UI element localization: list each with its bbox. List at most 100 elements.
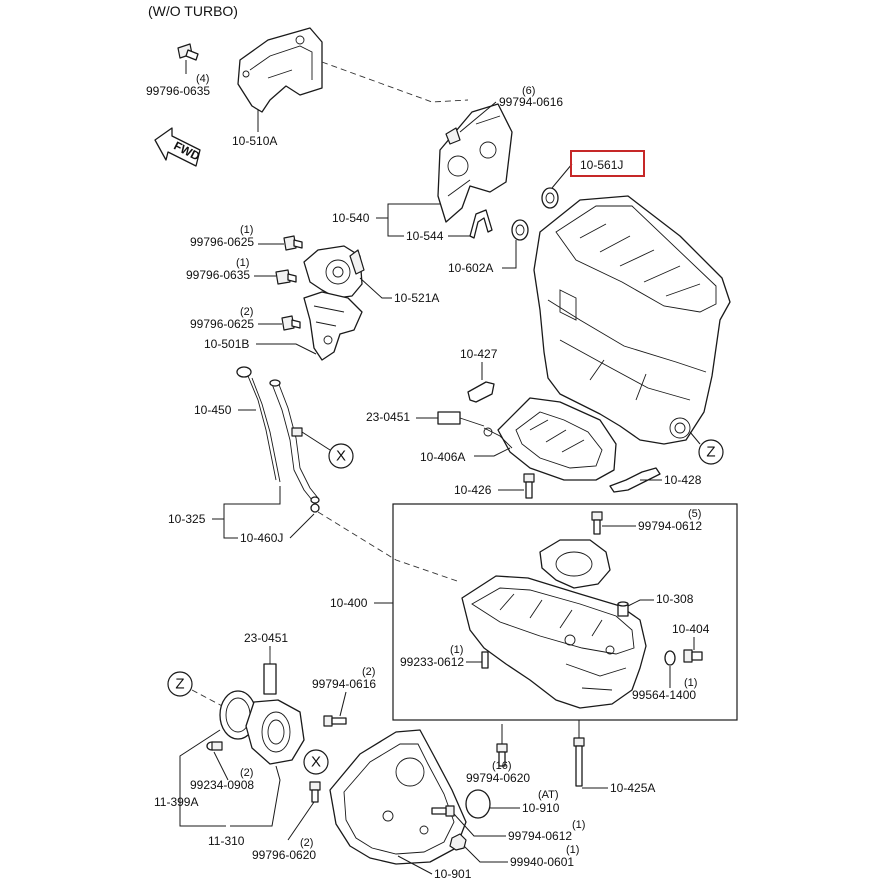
label-99796-0625a: 99796-0625 (190, 235, 254, 249)
label-99564-1400: 99564-1400 (632, 688, 696, 702)
oil-pan-baffle (483, 397, 617, 481)
bolt-10-425A-icon (573, 737, 585, 787)
qty-16: (16) (492, 760, 512, 772)
label-10-901: 10-901 (434, 867, 472, 881)
qty-1b: (1) (236, 257, 249, 269)
bolt-99794-0612-top-icon (591, 511, 603, 535)
upper-timing-cover (237, 27, 323, 113)
dowel-10-308-icon (617, 601, 629, 617)
bolt-99796-0635-mid-icon (275, 269, 297, 285)
callout-x-bolt: X (303, 749, 329, 775)
oil-pan (461, 575, 647, 709)
label-10-450: 10-450 (194, 403, 232, 417)
lower-timing-cover (303, 291, 363, 361)
label-10-521A: 10-521A (394, 291, 439, 305)
label-99234-0908: 99234-0908 (190, 778, 254, 792)
bolt-99794-0620-icon (496, 743, 508, 767)
svg-text:Z: Z (706, 444, 715, 461)
label-10-544: 10-544 (406, 229, 444, 243)
label-10-404: 10-404 (672, 622, 710, 636)
label-99796-0635a: 99796-0635 (146, 84, 210, 98)
qty-1a: (1) (240, 224, 253, 236)
oil-level-sensor-lower-icon (263, 650, 277, 695)
label-10-602A: 10-602A (448, 261, 493, 275)
end-plate (329, 729, 467, 865)
drain-plug-10-404-icon (683, 649, 703, 663)
cover-plug-10-910-icon (465, 789, 491, 819)
label-99794-0616b: 99794-0616 (312, 677, 376, 691)
label-99940-0601: 99940-0601 (510, 855, 574, 869)
qty-2b: (2) (362, 666, 375, 678)
dowel-99234-0908-icon (206, 741, 223, 751)
bolt-99794-0616-top-icon (445, 127, 461, 145)
qty-2a: (2) (240, 306, 253, 318)
label-10-501B: 10-501B (204, 337, 249, 351)
label-10-428: 10-428 (664, 473, 702, 487)
qty-5: (5) (688, 508, 701, 520)
highlight-box-10-561J (570, 150, 645, 177)
engine-cylinder-block (533, 195, 731, 445)
rear-seal-housing (245, 699, 305, 765)
qty-2c: (2) (240, 767, 253, 779)
label-10-426: 10-426 (454, 483, 492, 497)
label-99796-0635b: 99796-0635 (186, 268, 250, 282)
callout-z-engine: Z (698, 439, 724, 465)
nut-99940-0601-icon (449, 833, 467, 851)
label-11-310: 11-310 (208, 834, 245, 848)
drain-washer-99564-1400-icon (664, 650, 676, 666)
bolt-99796-0635-top-icon (177, 43, 199, 61)
oil-strainer-plate (539, 539, 611, 589)
bolt-99794-0616-lower-icon (323, 715, 347, 727)
middle-timing-cover (437, 103, 513, 223)
label-23-0451b: 23-0451 (244, 631, 288, 645)
cover-gasket-strip (469, 209, 493, 239)
dipstick-o-ring-icon (310, 503, 320, 513)
label-99796-0620: 99796-0620 (252, 848, 316, 862)
oil-pan-detail-box (392, 503, 738, 721)
qty-1f: (1) (566, 844, 579, 856)
svg-text:X: X (311, 754, 321, 771)
label-99794-0620: 99794-0620 (466, 771, 530, 785)
pin-99233-0612-icon (481, 651, 489, 669)
qty-4: (4) (196, 73, 209, 85)
label-11-399A: 11-399A (154, 795, 198, 809)
bolt-99796-0620-icon (309, 781, 321, 803)
dipstick-tube (269, 379, 320, 504)
bolt-10-426-icon (523, 473, 535, 499)
label-10-540: 10-540 (332, 211, 370, 225)
bolt-99796-0625-upper-icon (283, 235, 303, 251)
label-10-427: 10-427 (460, 347, 498, 361)
oil-seal-10-602A-icon (511, 219, 529, 241)
fwd-arrow-icon: FWD (154, 127, 203, 167)
oil-dipstick (236, 366, 281, 483)
qty-1e: (1) (572, 819, 585, 831)
label-10-425A: 10-425A (610, 781, 655, 795)
bolt-99796-0625-lower-icon (281, 315, 301, 331)
qty-6: (6) (522, 85, 535, 97)
label-10-460J: 10-460J (240, 531, 283, 545)
qty-1d: (1) (684, 677, 697, 689)
label-10-308: 10-308 (656, 592, 694, 606)
callout-x-dipstick: X (328, 443, 354, 469)
oil-seal-10-561J-icon (541, 187, 559, 209)
label-99794-0612a: 99794-0612 (638, 519, 702, 533)
diagram-title: (W/O TURBO) (148, 3, 238, 19)
label-99794-0616a: 99794-0616 (499, 95, 563, 109)
qty-1c: (1) (450, 644, 463, 656)
svg-text:Z: Z (175, 676, 184, 693)
oil-pump-gasket-icon (467, 381, 495, 403)
label-99233-0612: 99233-0612 (400, 655, 464, 669)
gasket-10-428-icon (609, 467, 661, 493)
label-10-406A: 10-406A (420, 450, 465, 464)
callout-z-seal: Z (167, 671, 193, 697)
label-10-910: 10-910 (522, 801, 560, 815)
label-99794-0612b: 99794-0612 (508, 829, 572, 843)
svg-text:X: X (336, 448, 346, 465)
label-99796-0625b: 99796-0625 (190, 317, 254, 331)
qty-2d: (2) (300, 837, 313, 849)
label-10-510A: 10-510A (232, 134, 277, 148)
tensioner-pulley (303, 245, 365, 299)
label-at: (AT) (538, 789, 559, 801)
oil-level-sensor-icon (437, 411, 485, 427)
